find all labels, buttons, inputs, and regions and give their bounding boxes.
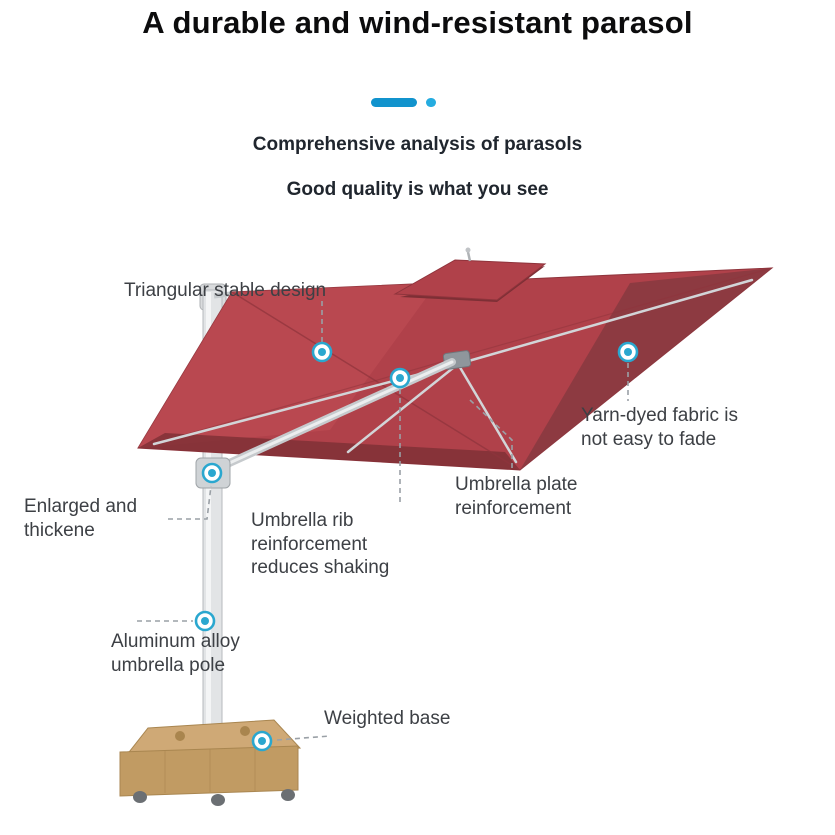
feature-marker — [617, 341, 639, 363]
page-title: A durable and wind-resistant parasol — [142, 5, 693, 40]
callout-triangular-stable-design: Triangular stable design — [124, 280, 327, 301]
callout-connector — [469, 399, 513, 468]
callout-yarn-dyed-fabric: Yarn-dyed fabric is not easy to fade — [581, 405, 738, 450]
callout-umbrella-rib-reinforcement: Umbrella rib reinforcement reduces shaki… — [251, 510, 390, 579]
subtitle-secondary: Good quality is what you see — [286, 179, 549, 200]
feature-marker — [311, 341, 333, 363]
callout-enlarged-and-thickened: Enlarged and thickene — [24, 496, 138, 541]
feature-marker — [194, 610, 216, 632]
accent-dot — [426, 98, 436, 107]
feature-marker — [389, 367, 411, 389]
accent-dash — [371, 98, 417, 107]
callout-connectors — [137, 301, 629, 741]
umbrella-canopy — [137, 247, 774, 471]
subtitle-primary: Comprehensive analysis of parasols — [252, 134, 583, 155]
callout-umbrella-plate-reinforcement: Umbrella plate reinforcement — [455, 474, 578, 519]
feature-marker — [201, 462, 223, 484]
callout-connector — [168, 485, 212, 520]
umbrella-base — [119, 719, 302, 806]
callout-aluminum-alloy-pole: Aluminum alloy umbrella pole — [111, 631, 240, 676]
feature-marker — [251, 730, 273, 752]
feature-markers — [194, 341, 639, 752]
callout-weighted-base: Weighted base — [324, 708, 451, 729]
